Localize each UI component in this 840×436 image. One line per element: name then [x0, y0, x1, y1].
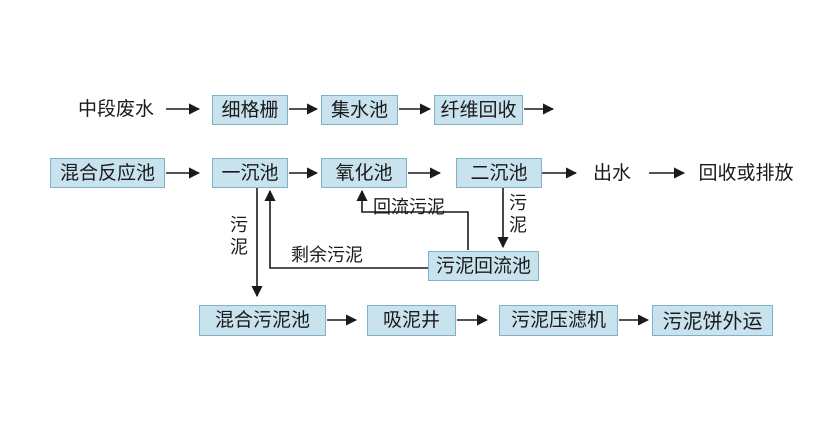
reuse-or-discharge-label: 回收或排放 [698, 161, 794, 184]
fiber-recovery-box: 纤维回收 [434, 95, 523, 125]
suction-well-box: 吸泥井 [367, 305, 456, 336]
sludge-label-left: 污泥 [230, 215, 248, 258]
arrow-return-sludge [356, 189, 469, 250]
mix-reactor-box: 混合反应池 [50, 158, 165, 188]
mixed-sludge-tank-box: 混合污泥池 [199, 305, 326, 336]
primary-clarifier-box: 一沉池 [212, 158, 288, 188]
collection-tank-box: 集水池 [321, 95, 398, 125]
arrow-excess-sludge [264, 189, 428, 269]
oxidation-tank-box: 氧化池 [321, 158, 407, 188]
secondary-clarifier-box: 二沉池 [456, 158, 542, 188]
excess-sludge-label: 剩余污泥 [291, 245, 363, 266]
effluent-label: 出水 [592, 161, 631, 184]
sludge-cake-out-box: 污泥饼外运 [652, 305, 773, 336]
sludge-label-right: 污泥 [509, 193, 527, 236]
source-wastewater: 中段废水 [77, 97, 154, 120]
fine-grid-box: 细格栅 [212, 95, 288, 125]
filter-press-box: 污泥压滤机 [499, 305, 618, 336]
return-sludge-label: 回流污泥 [373, 197, 445, 218]
sludge-return-tank-box: 污泥回流池 [428, 251, 539, 281]
